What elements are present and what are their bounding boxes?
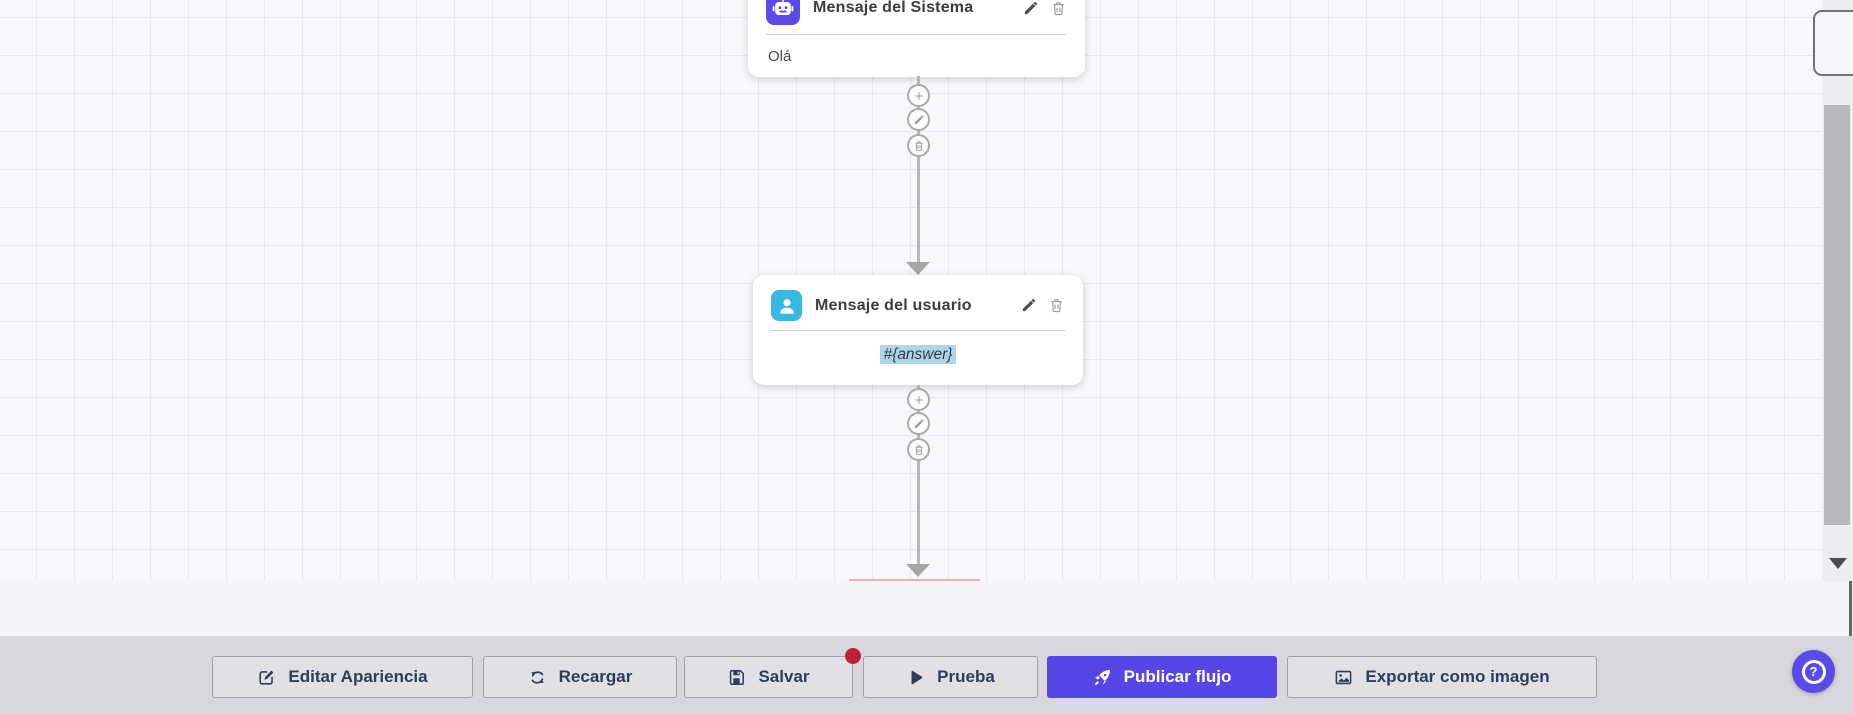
delete-step-button[interactable]: [907, 438, 930, 461]
side-panel-cutoff[interactable]: [1813, 10, 1853, 76]
help-button[interactable]: ?: [1792, 650, 1835, 693]
publish-flow-label: Publicar flujo: [1123, 667, 1232, 686]
node-title: Mensaje del usuario: [815, 296, 972, 314]
export-image-label: Exportar como imagen: [1365, 667, 1550, 686]
reload-button[interactable]: Recargar: [483, 656, 677, 698]
edit-step-button[interactable]: [907, 108, 930, 131]
play-icon: [911, 670, 923, 684]
node-actions: [1022, 0, 1067, 17]
image-icon: [1336, 670, 1352, 684]
delete-node-icon[interactable]: [1050, 0, 1067, 17]
refresh-icon: [530, 670, 544, 684]
edit-node-icon[interactable]: [1022, 0, 1039, 17]
save-button[interactable]: Salvar: [684, 656, 853, 698]
test-label: Prueba: [937, 667, 995, 686]
canvas-footer-strip: [0, 581, 1853, 636]
test-button[interactable]: Prueba: [863, 656, 1038, 698]
edit-node-icon[interactable]: [1020, 297, 1037, 314]
divider: [766, 34, 1067, 35]
question-mark-icon: ?: [1801, 659, 1826, 684]
node-header: Mensaje del Sistema: [766, 0, 1067, 25]
robot-icon: [766, 0, 800, 25]
canvas-scrollbar-thumb[interactable]: [1824, 105, 1850, 525]
connector-arrow-icon: [906, 262, 930, 275]
node-body: #{answer}: [771, 331, 1065, 364]
question-mark: ?: [1809, 664, 1818, 679]
publish-flow-button[interactable]: Publicar flujo: [1047, 656, 1277, 698]
bottom-toolbar: Editar Apariencia Recargar Salvar: [0, 636, 1853, 714]
edit-step-button[interactable]: [907, 412, 930, 435]
user-icon: [771, 290, 802, 321]
node-system-message[interactable]: Mensaje del Sistema Olá: [748, 0, 1085, 77]
node-user-message[interactable]: Mensaje del usuario #{answer}: [753, 275, 1083, 385]
variable-chip[interactable]: #{answer}: [879, 345, 957, 364]
reload-label: Recargar: [558, 667, 633, 686]
edit-appearance-button[interactable]: Editar Apariencia: [212, 656, 473, 698]
save-label: Salvar: [758, 667, 810, 686]
connector-arrow-icon: [906, 564, 930, 577]
node-body: Olá: [768, 48, 792, 65]
add-step-button[interactable]: [907, 388, 930, 411]
connector-line: [917, 76, 920, 264]
divider: [771, 330, 1065, 331]
unsaved-changes-badge: [845, 648, 861, 664]
edit-appearance-label: Editar Apariencia: [288, 667, 428, 686]
add-step-button[interactable]: [907, 84, 930, 107]
node-header: Mensaje del usuario: [771, 275, 1065, 321]
connector-line: [917, 385, 920, 564]
node-title: Mensaje del Sistema: [813, 0, 974, 16]
next-node-cutoff: [849, 579, 980, 581]
edit-appearance-icon: [259, 670, 274, 685]
delete-step-button[interactable]: [907, 134, 930, 157]
export-image-button[interactable]: Exportar como imagen: [1287, 656, 1597, 698]
node-actions: [1020, 297, 1065, 314]
delete-node-icon[interactable]: [1048, 297, 1065, 314]
rocket-icon: [1094, 669, 1110, 685]
save-icon: [730, 669, 745, 685]
scroll-down-arrow-icon[interactable]: [1829, 558, 1847, 569]
flow-canvas[interactable]: Mensaje del Sistema Olá: [0, 0, 1853, 581]
